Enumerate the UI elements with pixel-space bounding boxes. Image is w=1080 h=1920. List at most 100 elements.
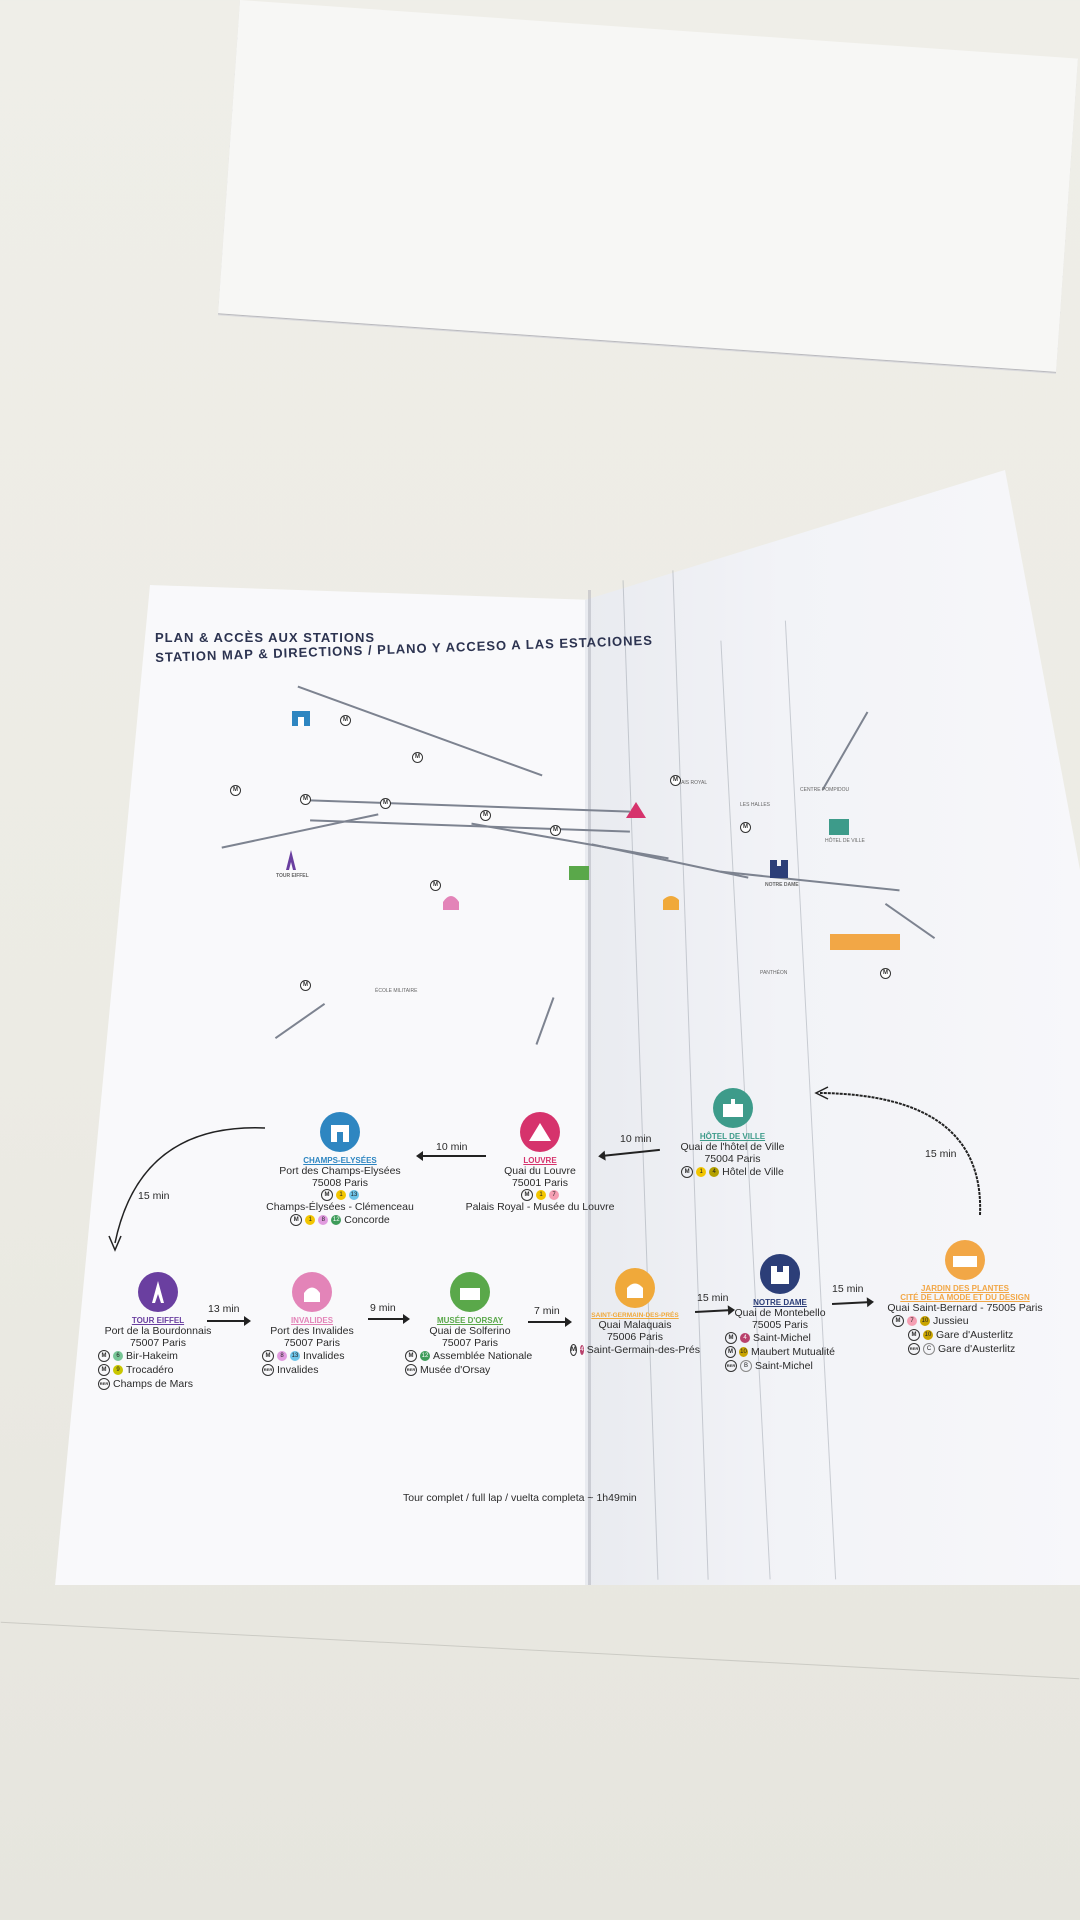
station-name: TOUR EIFFEL	[131, 1316, 185, 1325]
map-street	[297, 685, 543, 777]
station-hotel-de-ville: HÔTEL DE VILLE Quai de l'hôtel de Ville …	[660, 1088, 805, 1179]
map-street	[310, 819, 630, 833]
metro-icon: M	[892, 1315, 904, 1327]
arrow-champs-eiffel	[108, 1127, 266, 1252]
station-address: Quai de Montebello	[734, 1307, 826, 1319]
metro-icon: M	[681, 1166, 694, 1178]
station-tour-eiffel: TOUR EIFFEL Port de la Bourdonnais 75007…	[98, 1272, 218, 1391]
orsay-icon	[460, 1288, 480, 1300]
notre-dame-icon	[771, 1266, 789, 1284]
map-street	[591, 843, 749, 879]
arrow-eiffel-invalides	[207, 1317, 251, 1325]
brochure-fold	[588, 590, 591, 1585]
map-label-les-halles: LES HALLES	[740, 802, 771, 808]
line-badge: 6	[113, 1351, 123, 1361]
station-address: Quai Malaquais	[598, 1319, 672, 1331]
line-badge: 9	[113, 1365, 123, 1375]
jardin-station-icon	[945, 1240, 985, 1280]
map-street	[821, 711, 869, 791]
metro-station-name: Trocadéro	[126, 1364, 174, 1376]
arrow-invalides-orsay	[368, 1315, 410, 1323]
line-badge: 7	[549, 1190, 559, 1200]
metro-icon: M	[550, 825, 561, 836]
time-champs-eiffel: 15 min	[138, 1190, 170, 1202]
orsay-station-icon	[450, 1272, 490, 1312]
station-invalides: INVALIDES Port des Invalides 75007 Paris…	[262, 1272, 362, 1377]
map-street	[274, 1002, 326, 1040]
station-postcode: 75001 Paris	[511, 1177, 569, 1189]
station-postcode: 75004 Paris	[704, 1153, 761, 1165]
metro-station-name: Bir-Hakeim	[126, 1350, 178, 1362]
line-badge: 12	[331, 1215, 342, 1225]
cite-mode-icon	[953, 1256, 977, 1267]
arc-de-triomphe-icon	[331, 1125, 349, 1142]
station-name-secondary: CITÉ DE LA MODE ET DU DESIGN	[900, 1293, 1030, 1302]
station-postcode: 75007 Paris	[283, 1337, 341, 1349]
rer-icon: RER	[725, 1360, 737, 1372]
station-name: HÔTEL DE VILLE	[699, 1132, 766, 1141]
metro-station-name: Saint-Michel	[753, 1332, 811, 1344]
line-badge: 13	[290, 1351, 300, 1361]
map-label-hotel-de-ville: HÔTEL DE VILLE	[825, 838, 865, 844]
station-saint-germain: SAINT-GERMAIN-DES-PRÉS Quai Malaquais 75…	[570, 1268, 700, 1357]
time-invalides-orsay: 9 min	[370, 1302, 396, 1314]
station-jardin-des-plantes: JARDIN DES PLANTES CITÉ DE LA MODE ET DU…	[880, 1240, 1050, 1356]
metro-icon: M	[405, 1350, 417, 1362]
map-label-centre-pompidou: CENTRE POMPIDOU	[800, 787, 850, 793]
metro-station-name: Gare d'Austerlitz	[938, 1343, 1016, 1355]
time-louvre-champs: 10 min	[436, 1141, 468, 1153]
metro-station-name: Musée d'Orsay	[420, 1364, 491, 1376]
metro-icon: M	[725, 1332, 737, 1344]
metro-icon: M	[480, 810, 491, 821]
saint-germain-icon	[627, 1283, 643, 1298]
time-orsay-stgermain: 7 min	[534, 1305, 560, 1317]
station-address: Quai du Louvre	[504, 1165, 576, 1177]
time-jardin-hotel: 15 min	[925, 1148, 957, 1160]
map-label-pantheon: PANTHÉON	[760, 970, 788, 976]
station-address: Quai de Solferino	[429, 1325, 511, 1337]
brochure-title-fr: PLAN & ACCÈS AUX STATIONS	[155, 630, 376, 645]
louvre-station-icon	[520, 1112, 560, 1152]
time-stgermain-notredame: 15 min	[697, 1292, 729, 1304]
orsay-icon	[569, 866, 589, 880]
station-notre-dame: NOTRE DAME Quai de Montebello 75005 Pari…	[725, 1254, 835, 1373]
rer-icon: RER	[908, 1343, 920, 1355]
line-badge: 4	[740, 1333, 750, 1343]
champs-elysees-station-icon	[320, 1112, 360, 1152]
station-postcode: 75006 Paris	[606, 1331, 664, 1343]
eiffel-tower-icon	[152, 1281, 164, 1303]
louvre-pyramid-icon	[529, 1123, 551, 1141]
metro-station-name: Champs-Élysées - Clémenceau	[266, 1201, 414, 1213]
tour-eiffel-station-icon	[138, 1272, 178, 1312]
line-badge: 1	[696, 1167, 707, 1177]
rer-icon: RER	[98, 1378, 110, 1390]
station-name: MUSÉE D'ORSAY	[436, 1316, 504, 1325]
map-street	[221, 813, 379, 849]
metro-station-name: Gare d'Austerlitz	[936, 1329, 1014, 1341]
line-badge: 4	[580, 1345, 584, 1355]
metro-icon: M	[98, 1350, 110, 1362]
station-postcode: 75005 Paris	[751, 1319, 809, 1331]
metro-station-name: Hôtel de Ville	[722, 1166, 784, 1178]
metro-icon: M	[521, 1189, 533, 1201]
metro-icon: M	[430, 880, 441, 891]
metro-station-name: Saint-Michel	[755, 1360, 813, 1372]
line-badge: 10	[923, 1330, 933, 1340]
station-map: TOUR EIFFEL ÉCOLE MILITAIRE PALAIS ROYAL…	[140, 685, 1000, 1050]
station-name: CHAMPS-ELYSÉES	[303, 1156, 377, 1165]
station-name: JARDIN DES PLANTES	[920, 1284, 1009, 1293]
station-name: INVALIDES	[290, 1316, 334, 1325]
station-address: Quai Saint-Bernard - 75005 Paris	[887, 1302, 1043, 1314]
hotel-de-ville-icon	[722, 1099, 743, 1117]
metro-station-name: Champs de Mars	[113, 1378, 193, 1390]
metro-station-name: Jussieu	[933, 1315, 969, 1327]
map-street	[535, 997, 555, 1045]
